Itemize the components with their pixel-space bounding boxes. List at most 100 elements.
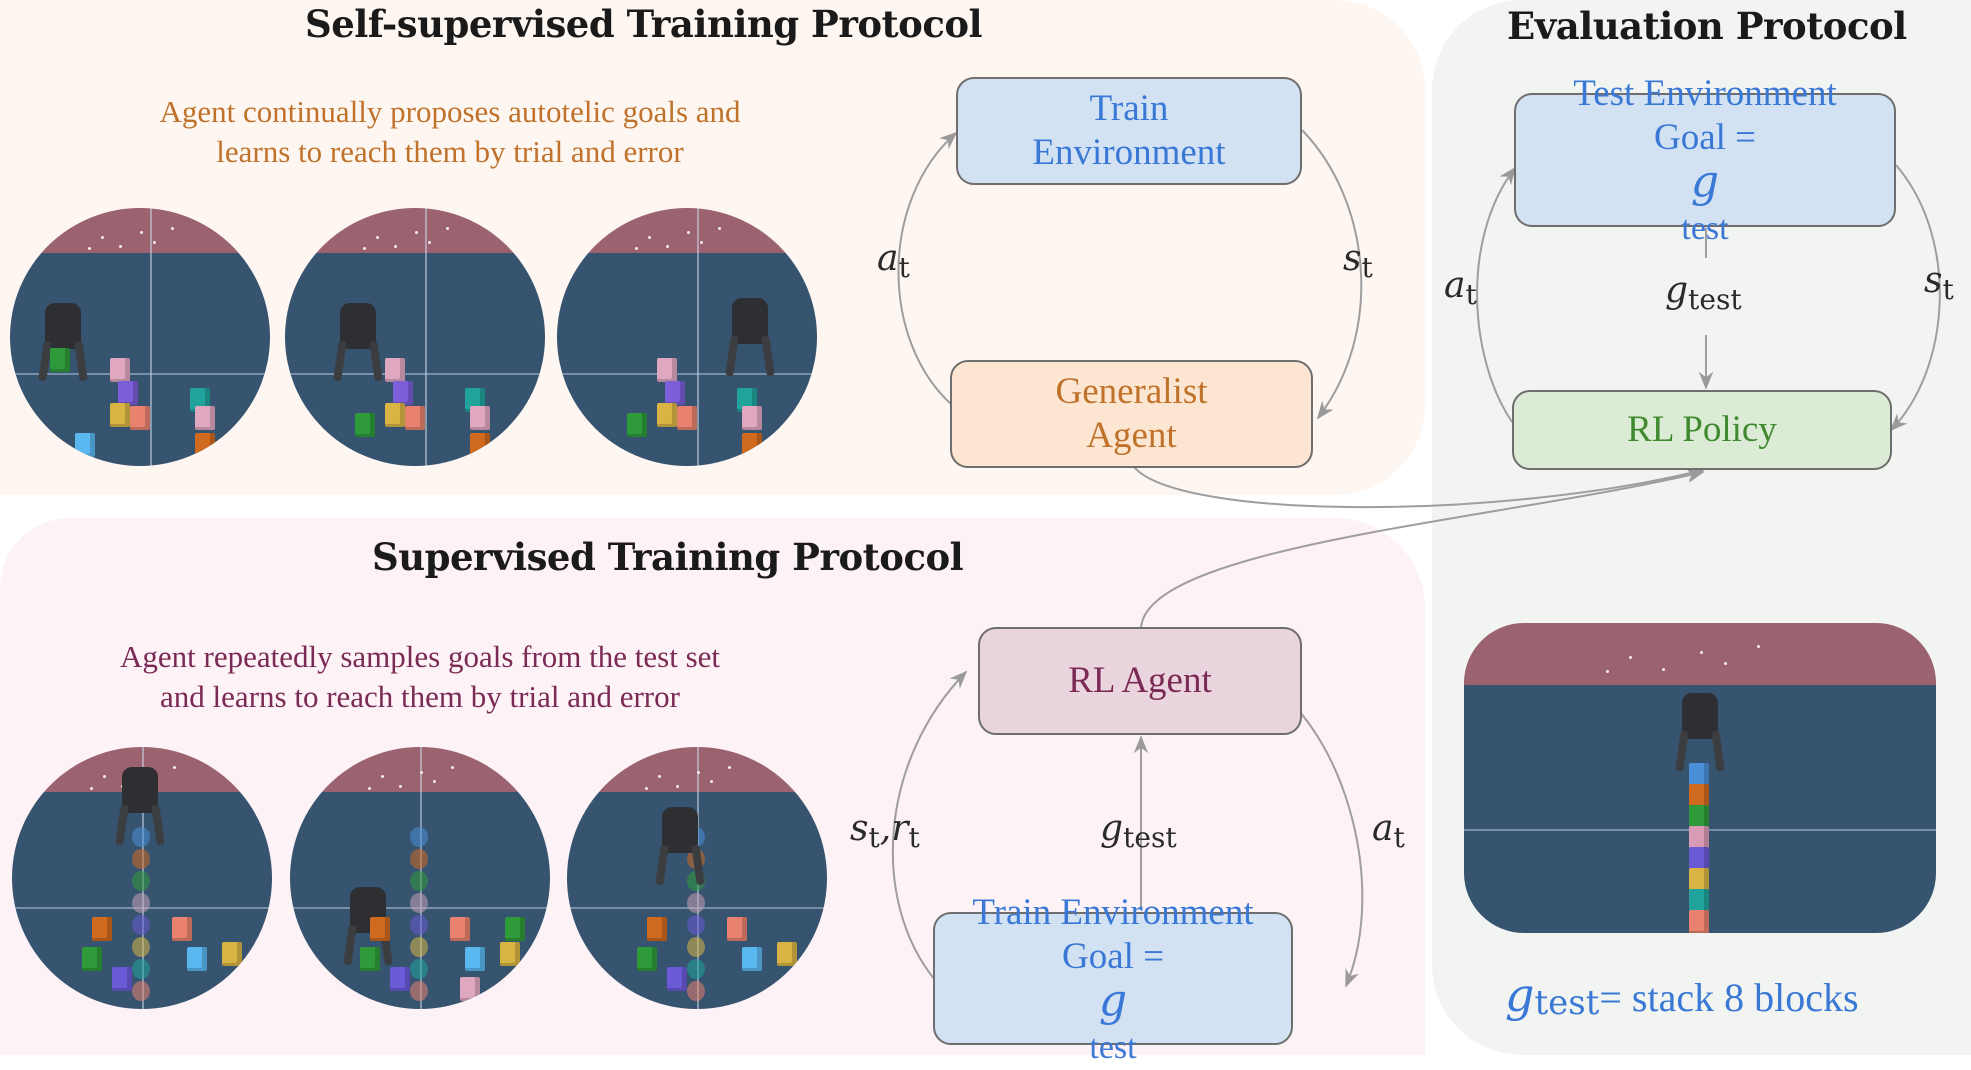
goal-marker — [687, 893, 705, 913]
block — [1689, 805, 1709, 829]
star — [446, 226, 450, 230]
goal-marker — [132, 959, 150, 979]
goal-marker — [410, 871, 428, 891]
scene-sky — [1464, 623, 1936, 685]
star — [718, 226, 722, 230]
scene-sky — [557, 208, 817, 253]
edge-label-state-reward: st,rt — [850, 808, 920, 855]
star — [1629, 656, 1633, 660]
grid-line — [425, 208, 427, 466]
block — [92, 917, 112, 941]
star — [648, 235, 651, 239]
star — [710, 780, 713, 783]
block — [460, 977, 480, 1001]
star — [399, 784, 403, 788]
self-supervised-title: Self-supervised Training Protocol — [305, 2, 983, 46]
star — [394, 245, 398, 249]
block — [470, 433, 490, 457]
goal-marker — [687, 937, 705, 957]
self-supervised-description: Agent continually proposes autotelic goa… — [20, 92, 880, 172]
train-environment-node: Train Environment — [956, 77, 1302, 185]
block — [360, 947, 380, 971]
star — [381, 775, 384, 779]
block — [195, 406, 215, 430]
node-label: Train — [1089, 88, 1169, 129]
supervised-scene — [567, 747, 827, 1009]
supervised-scene — [12, 747, 272, 1009]
grid-line — [285, 373, 545, 375]
rl-agent-node: RL Agent — [978, 627, 1302, 735]
edge-label-action: at — [1444, 265, 1477, 312]
goal-marker — [410, 827, 428, 847]
star — [433, 780, 436, 783]
block — [1689, 847, 1709, 871]
star — [1662, 667, 1666, 671]
block — [742, 947, 762, 971]
block — [777, 942, 797, 966]
grid-line — [557, 373, 817, 375]
block — [50, 348, 70, 372]
scene-floor — [557, 253, 817, 466]
goal-marker — [132, 893, 150, 913]
block — [657, 358, 677, 382]
goal-marker — [132, 827, 150, 847]
star — [363, 247, 366, 251]
block — [370, 917, 390, 941]
star — [171, 226, 175, 230]
evaluation-scene — [1464, 623, 1936, 933]
block — [1689, 763, 1709, 787]
block — [112, 967, 132, 991]
grid-line — [697, 208, 699, 466]
supervised-scene — [290, 747, 550, 1009]
star — [428, 240, 431, 244]
node-label: Environment — [1032, 132, 1226, 173]
self-supervised-scene — [285, 208, 545, 466]
goal-marker — [410, 893, 428, 913]
star — [103, 775, 106, 779]
edge-env-to-rlagent — [891, 670, 968, 981]
star — [700, 240, 703, 244]
edge-rlagent-to-policy — [1140, 468, 1705, 628]
node-label: Test Environment — [1573, 73, 1837, 114]
block — [222, 942, 242, 966]
goal-marker — [132, 871, 150, 891]
star — [173, 765, 177, 769]
edge-label-state: st — [1343, 238, 1373, 285]
block — [657, 403, 677, 427]
star — [90, 787, 93, 791]
supervised-description: Agent repeatedly samples goals from the … — [0, 637, 840, 717]
goal-marker — [132, 937, 150, 957]
goal-marker — [687, 959, 705, 979]
edge-label-state: st — [1924, 260, 1954, 307]
generalist-agent-node: Generalist Agent — [950, 360, 1313, 468]
scene-sky — [285, 208, 545, 253]
scene-sky — [10, 208, 270, 253]
star — [1700, 650, 1703, 654]
edge-policy-to-testenv — [1476, 166, 1517, 423]
block — [627, 413, 647, 437]
star — [153, 240, 156, 244]
block — [1689, 868, 1709, 892]
block — [665, 381, 685, 405]
star — [119, 245, 123, 249]
edge-label-goal: gtest — [1100, 808, 1177, 855]
node-label: RL Policy — [1627, 409, 1777, 450]
scene-floor — [285, 253, 545, 466]
block — [118, 381, 138, 405]
block — [130, 406, 150, 430]
grid-line — [10, 373, 270, 375]
block — [465, 947, 485, 971]
goal-marker — [687, 915, 705, 935]
block — [393, 381, 413, 405]
block — [500, 942, 520, 966]
star — [1756, 645, 1760, 649]
star — [420, 770, 423, 774]
block — [110, 358, 130, 382]
node-label: Generalist — [1055, 371, 1208, 412]
edge-label-goal: gtest — [1665, 270, 1742, 317]
goal-marker — [132, 849, 150, 869]
block — [75, 433, 95, 457]
